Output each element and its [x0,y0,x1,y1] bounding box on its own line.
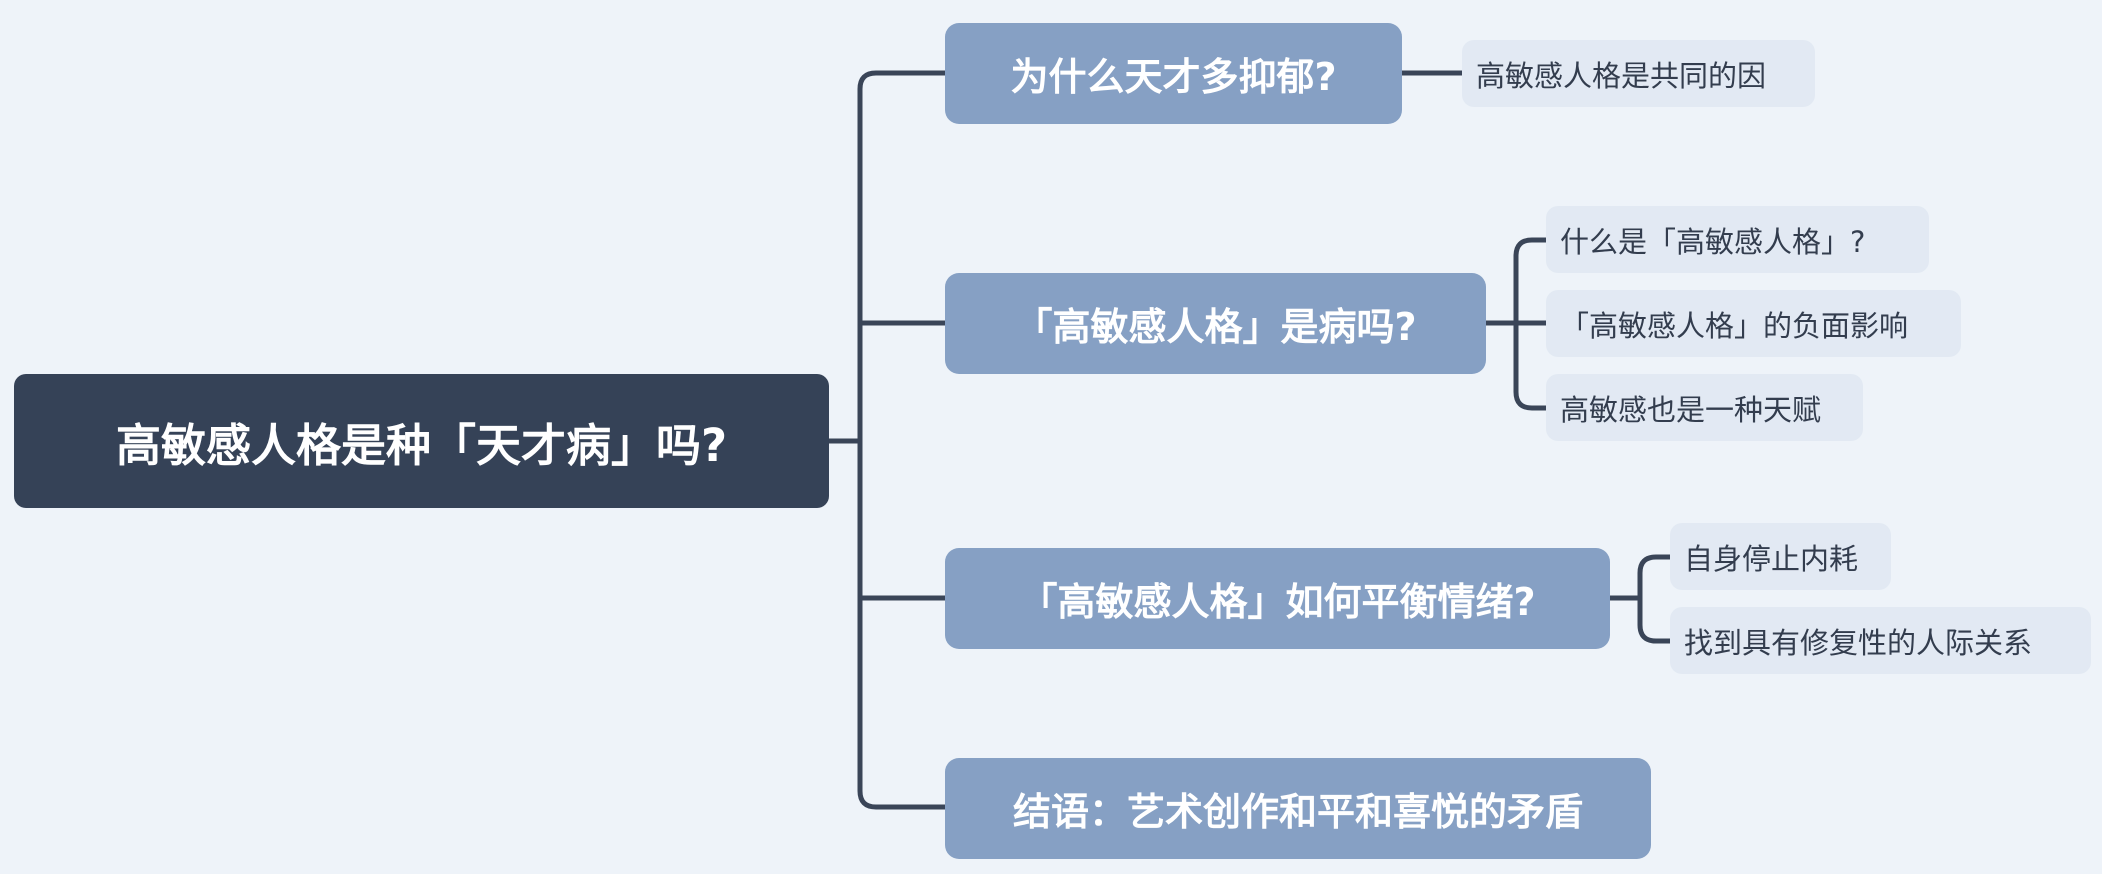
branch-topic-4[interactable]: 结语：艺术创作和平和喜悦的矛盾 [945,758,1651,859]
root-topic[interactable]: 高敏感人格是种「天才病」吗? [14,374,829,508]
subtopic-1-1[interactable]: 高敏感人格是共同的因 [1462,40,1815,107]
branch-topic-label: 「高敏感人格」如何平衡情绪? [1019,580,1536,624]
branch-topic-label: 结语：艺术创作和平和喜悦的矛盾 [1012,790,1583,834]
subtopic-label: 高敏感人格是共同的因 [1476,58,1767,93]
subtopic-label: 「高敏感人格」的负面影响 [1560,308,1909,343]
branch-topic-label: 为什么天才多抑郁? [1010,55,1337,99]
branch-topic-label: 「高敏感人格」是病吗? [1014,305,1417,349]
branch-topic-1[interactable]: 为什么天才多抑郁? [945,23,1402,124]
connector-b3-fork [1637,554,1673,644]
root-topic-label: 高敏感人格是种「天才病」吗? [115,418,728,472]
subtopic-2-2[interactable]: 「高敏感人格」的负面影响 [1546,290,1961,357]
subtopic-label: 找到具有修复性的人际关系 [1684,625,2033,660]
subtopic-2-1[interactable]: 什么是「高敏感人格」? [1546,206,1929,273]
subtopic-label: 自身停止内耗 [1684,541,1859,576]
subtopic-label: 高敏感也是一种天赋 [1560,392,1822,427]
subtopic-3-2[interactable]: 找到具有修复性的人际关系 [1670,607,2091,674]
branch-topic-2[interactable]: 「高敏感人格」是病吗? [945,273,1486,374]
subtopic-label: 什么是「高敏感人格」? [1560,224,1866,259]
subtopic-2-3[interactable]: 高敏感也是一种天赋 [1546,374,1863,441]
subtopic-3-1[interactable]: 自身停止内耗 [1670,523,1891,590]
branch-topic-3[interactable]: 「高敏感人格」如何平衡情绪? [945,548,1610,649]
connector-trunk [857,70,948,810]
